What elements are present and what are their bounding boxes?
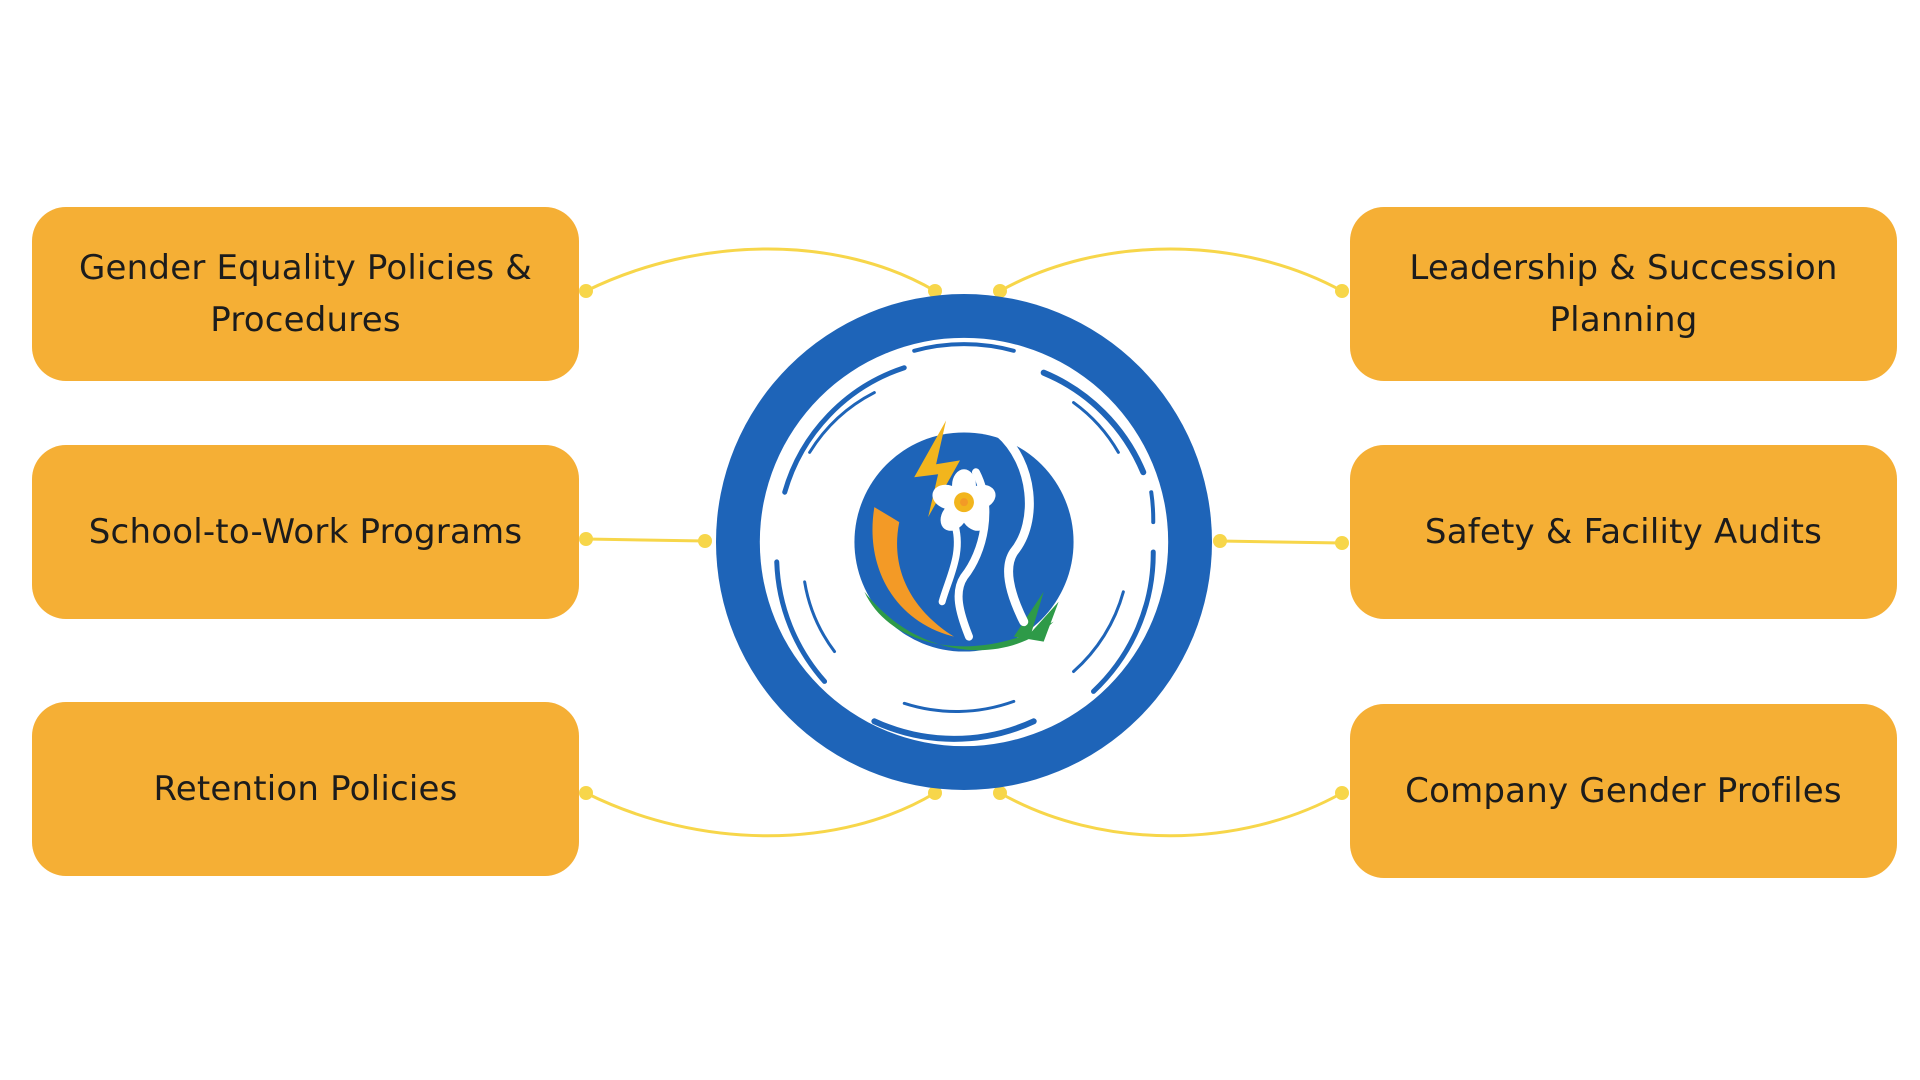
connector-gender-equality — [585, 247, 936, 293]
connector-dot — [928, 284, 942, 298]
connector-dot — [993, 284, 1007, 298]
node-label: Leadership & Succession Planning — [1409, 248, 1838, 340]
node-leadership-succession: Leadership & Succession Planning — [1350, 207, 1897, 381]
node-retention-policies: Retention Policies — [32, 702, 579, 876]
connector-school-to-work — [585, 537, 706, 543]
node-gender-equality-policies: Gender Equality Policies & Procedures — [32, 207, 579, 381]
connector-leadership — [999, 247, 1343, 293]
node-company-gender-profiles: Company Gender Profiles — [1350, 704, 1897, 878]
connector-dot — [1213, 534, 1227, 548]
connector-dot — [928, 786, 942, 800]
brush-strokes — [774, 342, 1156, 742]
node-label: School-to-Work Programs — [88, 512, 523, 552]
connector-retention — [585, 791, 936, 838]
node-school-to-work-programs: School-to-Work Programs — [32, 445, 579, 619]
node-label: Retention Policies — [153, 769, 458, 809]
connector-dot — [579, 284, 593, 298]
connector-dot — [579, 532, 593, 546]
connector-dot — [1335, 536, 1349, 550]
connector-dot — [1335, 786, 1349, 800]
connector-dot — [993, 786, 1007, 800]
center-logo-icon — [715, 293, 1213, 791]
connector-safety — [1219, 539, 1343, 545]
node-safety-facility-audits: Safety & Facility Audits — [1350, 445, 1897, 619]
flower-icon — [932, 469, 996, 531]
node-label: Gender Equality Policies & Procedures — [79, 248, 532, 340]
connector-dot — [698, 534, 712, 548]
connector-company-profiles — [999, 791, 1343, 838]
woman-profile-emblem — [854, 420, 1074, 652]
connector-dot — [579, 786, 593, 800]
connector-dot — [1335, 284, 1349, 298]
node-label: Safety & Facility Audits — [1424, 512, 1823, 552]
node-label: Company Gender Profiles — [1405, 771, 1842, 811]
